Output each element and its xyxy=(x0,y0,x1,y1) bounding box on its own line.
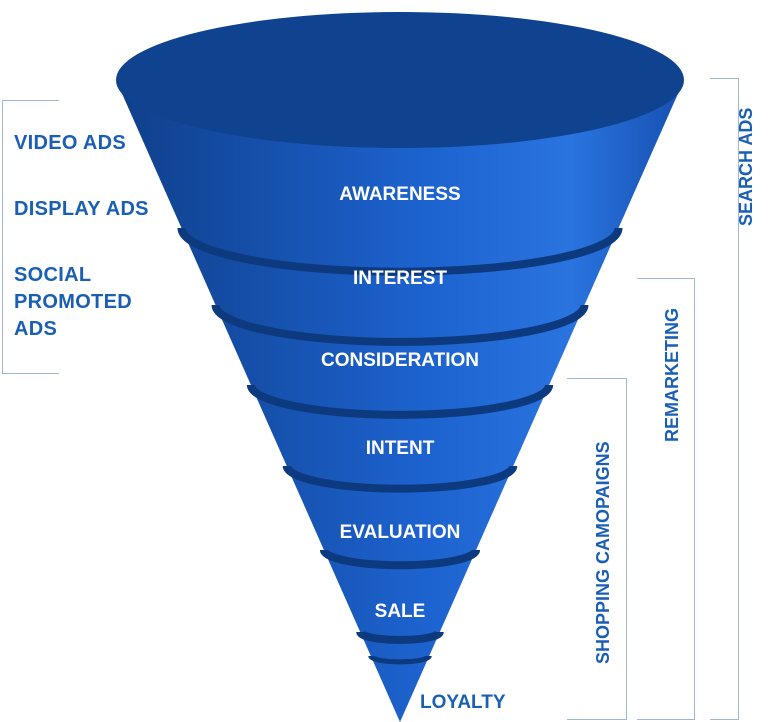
funnel-band-divider xyxy=(282,465,518,493)
channel-search-ads: SEARCH ADS xyxy=(736,107,756,226)
remarketing-bracket xyxy=(637,278,695,720)
funnel-stage-awareness: AWARENESS xyxy=(339,184,460,205)
funnel-band-divider xyxy=(319,549,481,570)
funnel-band-divider xyxy=(368,654,432,665)
funnel-band-divider xyxy=(246,384,554,419)
funnel-band-divider xyxy=(177,227,623,276)
funnel-stage-evaluation: EVALUATION xyxy=(340,522,461,543)
funnel-stage-intent: INTENT xyxy=(366,438,435,459)
funnel-stage-loyalty: LOYALTY xyxy=(420,692,506,713)
funnel-band-divider xyxy=(211,304,589,346)
search-ads-bracket xyxy=(710,78,739,720)
funnel-stage-consideration: CONSIDERATION xyxy=(321,350,479,371)
shopping-bracket xyxy=(567,378,627,720)
funnel-stage-interest: INTEREST xyxy=(353,268,447,289)
channel-video-ads: VIDEO ADS xyxy=(14,132,126,154)
funnel-cone xyxy=(116,80,684,722)
channel-remarketing: REMARKETING xyxy=(662,308,682,442)
channel-display-ads: DISPLAY ADS xyxy=(14,198,149,220)
channel-social-promoted-ads: SOCIAL PROMOTED ADS xyxy=(14,264,132,340)
channel-shopping-campaigns: SHOPPING CAMOPAIGNS xyxy=(593,441,613,664)
left-bracket xyxy=(2,100,59,374)
funnel-stage-sale: SALE xyxy=(375,601,426,622)
funnel-top-opening xyxy=(116,12,684,148)
funnel-band-divider xyxy=(356,630,444,644)
